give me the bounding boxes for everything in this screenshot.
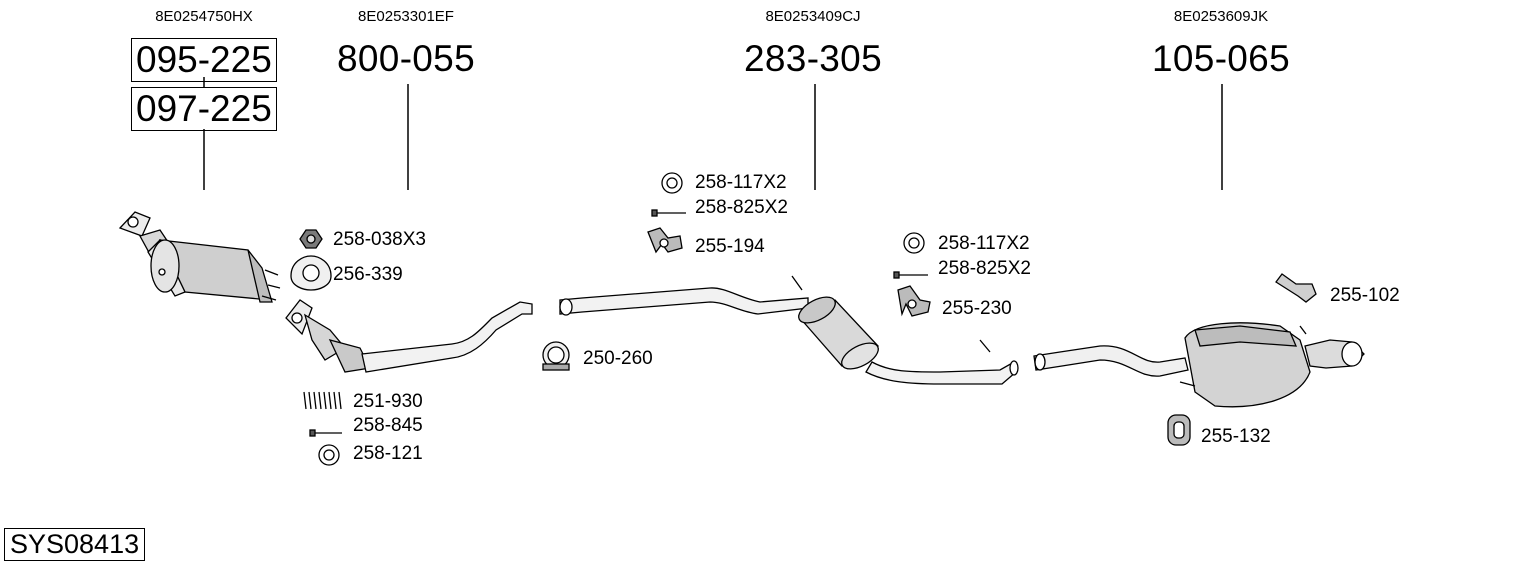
hanger-icon-mid-a	[647, 227, 683, 254]
oem-number-rear: 8E0253609JK	[1173, 8, 1269, 25]
part-number-front-pipe[interactable]: 800-055	[337, 38, 475, 79]
label-ring-small[interactable]: 258-121	[353, 443, 423, 464]
label-clamp[interactable]: 250-260	[583, 348, 653, 369]
part-number-dpf-b[interactable]: 097-225	[131, 87, 277, 131]
oem-number-front-pipe: 8E0253301EF	[358, 8, 454, 25]
oem-number-dpf: 8E0254750HX	[155, 8, 253, 25]
spring-icon	[302, 391, 344, 410]
label-bolt-mid-b[interactable]: 258-825X2	[938, 258, 1031, 279]
ring-icon-mid-b	[903, 232, 925, 254]
middle-pipe-drawing	[559, 275, 1019, 385]
front-pipe-drawing	[285, 299, 533, 373]
part-number-middle-silencer[interactable]: 283-305	[744, 38, 882, 79]
hanger-icon-rear	[1167, 414, 1191, 446]
label-bolt-mid-a[interactable]: 258-825X2	[695, 197, 788, 218]
bolt-icon-mid-b	[893, 271, 928, 279]
label-bracket-rear[interactable]: 255-102	[1330, 285, 1400, 306]
dpf-unit-drawing	[118, 211, 281, 303]
label-hanger-mid-b[interactable]: 255-230	[942, 298, 1012, 319]
oem-number-middle: 8E0253409CJ	[765, 8, 861, 25]
label-hanger-rear[interactable]: 255-132	[1201, 426, 1271, 447]
label-ring-mid-b[interactable]: 258-117X2	[938, 233, 1030, 254]
bracket-icon-rear	[1275, 273, 1317, 303]
label-hanger-mid-a[interactable]: 255-194	[695, 236, 765, 257]
hanger-icon-mid-b	[897, 285, 931, 317]
part-number-rear-silencer[interactable]: 105-065	[1152, 38, 1290, 79]
ring-icon-small	[318, 444, 340, 466]
part-number-dpf-a[interactable]: 095-225	[131, 38, 277, 82]
system-number: SYS08413	[4, 528, 146, 561]
label-gasket[interactable]: 256-339	[333, 264, 403, 285]
rear-silencer-drawing	[1033, 322, 1365, 408]
label-nut[interactable]: 258-038X3	[333, 229, 426, 250]
label-ring-mid-a[interactable]: 258-117X2	[695, 172, 787, 193]
bolt-icon-mid-a	[651, 209, 686, 217]
bolt-icon-small	[309, 429, 342, 437]
label-spring[interactable]: 251-930	[353, 391, 423, 412]
ring-icon-mid-a	[661, 172, 683, 194]
label-bolt-small[interactable]: 258-845	[353, 415, 423, 436]
clamp-icon	[542, 341, 570, 371]
